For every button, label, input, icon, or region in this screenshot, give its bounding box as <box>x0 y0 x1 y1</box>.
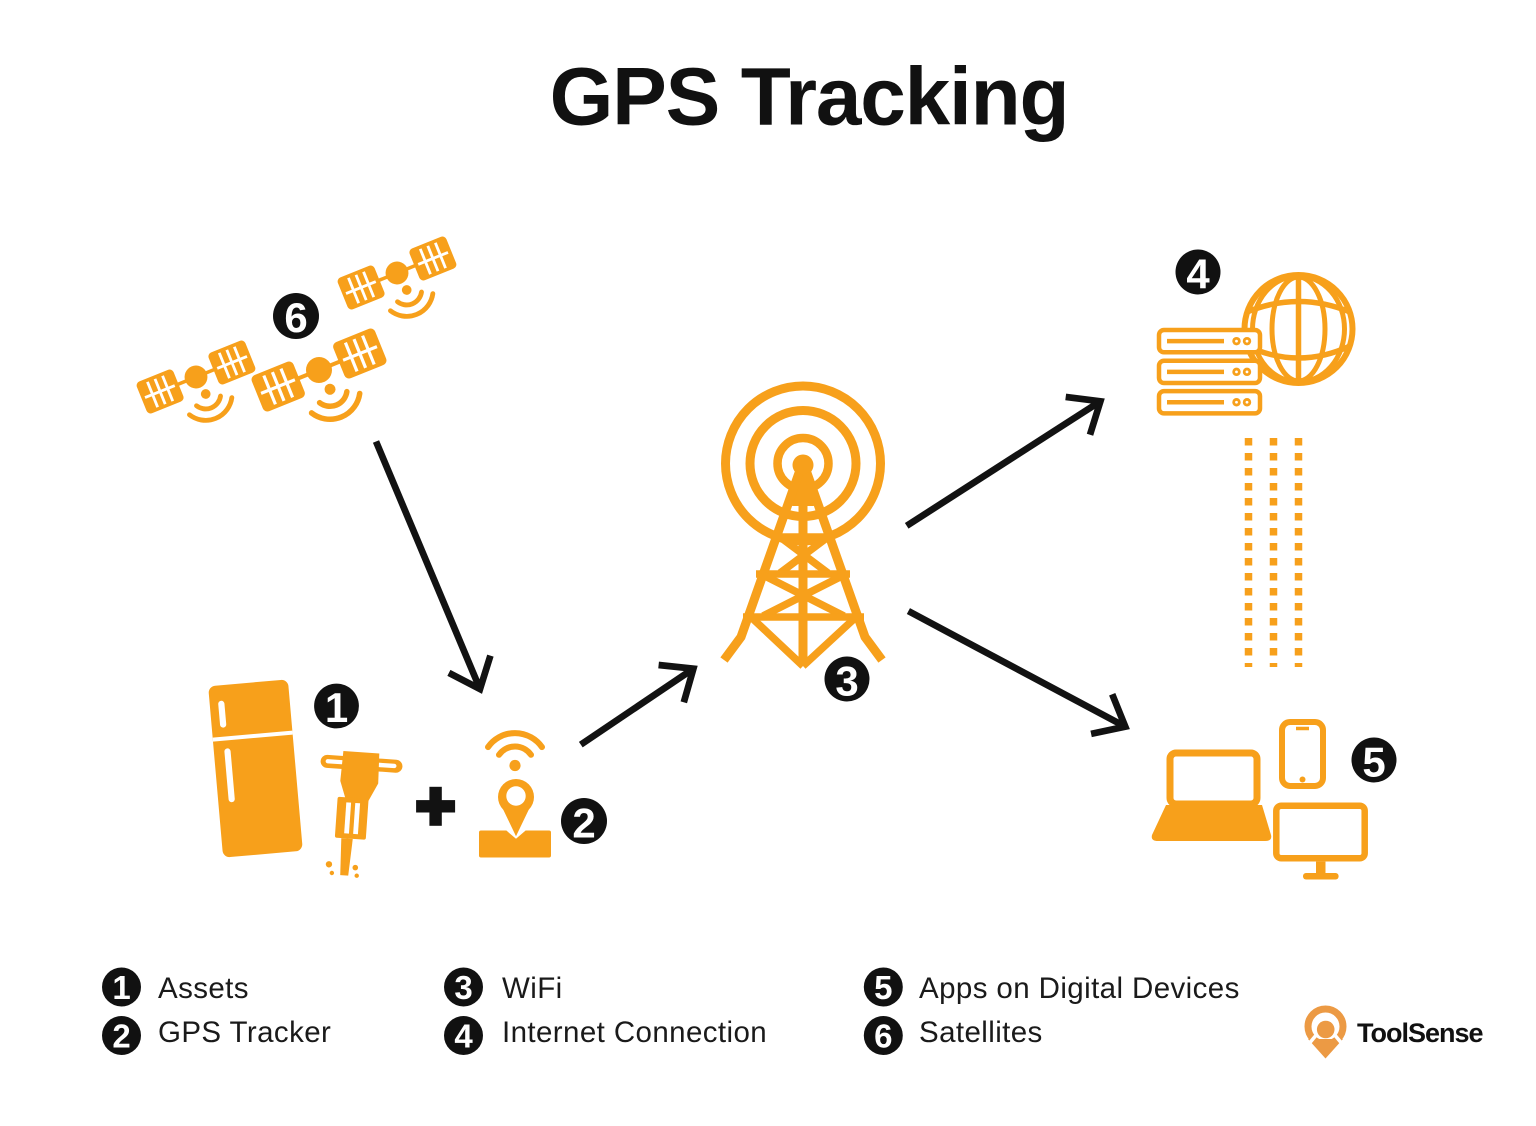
svg-text:2: 2 <box>572 800 595 847</box>
svg-text:ToolSense: ToolSense <box>1357 1018 1484 1048</box>
svg-text:6: 6 <box>284 294 307 341</box>
svg-text:2: 2 <box>112 1018 130 1055</box>
svg-text:3: 3 <box>454 969 472 1006</box>
svg-text:4: 4 <box>454 1018 473 1055</box>
svg-text:6: 6 <box>874 1018 892 1055</box>
svg-text:Satellites: Satellites <box>919 1016 1043 1049</box>
svg-text:Internet Connection: Internet Connection <box>502 1016 767 1049</box>
svg-text:3: 3 <box>835 658 858 705</box>
svg-text:1: 1 <box>325 684 348 731</box>
svg-text:GPS Tracking: GPS Tracking <box>550 52 1069 143</box>
svg-text:5: 5 <box>1362 739 1385 786</box>
svg-text:4: 4 <box>1186 251 1210 298</box>
svg-text:GPS Tracker: GPS Tracker <box>158 1016 331 1049</box>
svg-text:Assets: Assets <box>158 972 249 1005</box>
svg-text:Apps on Digital Devices: Apps on Digital Devices <box>919 972 1240 1005</box>
svg-text:1: 1 <box>112 969 130 1006</box>
svg-text:5: 5 <box>874 969 892 1006</box>
svg-text:WiFi: WiFi <box>502 972 563 1005</box>
